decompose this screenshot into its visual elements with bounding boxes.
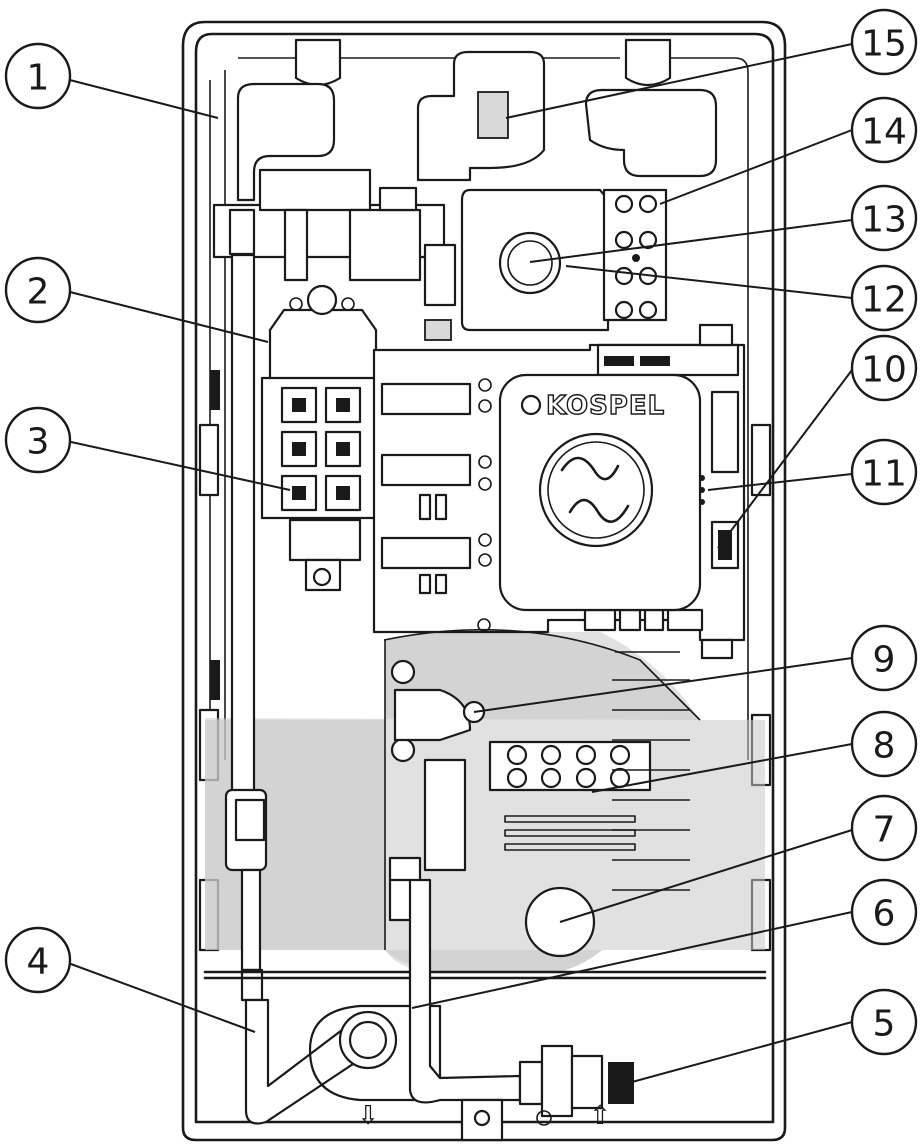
svg-text:12: 12 (861, 280, 907, 321)
callouts: 1 2 3 4 5 6 7 8 9 10 11 12 13 14 15 (4, 8, 918, 1056)
leader-lines (59, 43, 853, 1083)
svg-text:10: 10 (861, 350, 907, 391)
callout-4: 4 (4, 926, 72, 994)
control-module: KOSPEL (498, 373, 740, 612)
svg-text:5: 5 (873, 1004, 896, 1045)
svg-text:3: 3 (27, 422, 50, 463)
callout-7: 7 (850, 794, 918, 862)
svg-text:14: 14 (861, 112, 907, 153)
callout-2: 2 (4, 256, 72, 324)
callout-9: 9 (850, 624, 918, 692)
svg-text:1: 1 (27, 58, 50, 99)
svg-text:6: 6 (873, 894, 896, 935)
svg-text:15: 15 (861, 24, 907, 65)
callout-11: 11 (850, 438, 918, 506)
svg-text:11: 11 (861, 454, 907, 495)
svg-text:9: 9 (873, 640, 896, 681)
callout-12: 12 (850, 264, 918, 332)
svg-text:13: 13 (861, 200, 907, 241)
bottom-connections: ⇩ ⇧ (203, 878, 767, 1142)
callout-6: 6 (850, 878, 918, 946)
callout-15: 15 (850, 8, 918, 76)
callout-5: 5 (850, 988, 918, 1056)
callout-13: 13 (850, 184, 918, 252)
power-terminal-block (260, 284, 380, 592)
inlet-arrow: ⇧ (589, 1101, 611, 1131)
outlet-arrow: ⇩ (357, 1101, 379, 1131)
svg-text:2: 2 (27, 272, 50, 313)
callout-10: 10 (850, 334, 918, 402)
brand-logo: KOSPEL (546, 391, 665, 421)
callout-14: 14 (850, 96, 918, 164)
svg-text:7: 7 (873, 810, 896, 851)
svg-text:8: 8 (873, 726, 896, 767)
thermal-cutout-block (424, 188, 668, 341)
top-bar (212, 168, 457, 307)
callout-3: 3 (4, 406, 72, 474)
callout-8: 8 (850, 710, 918, 778)
svg-text:4: 4 (27, 942, 50, 983)
callout-1: 1 (4, 42, 72, 110)
